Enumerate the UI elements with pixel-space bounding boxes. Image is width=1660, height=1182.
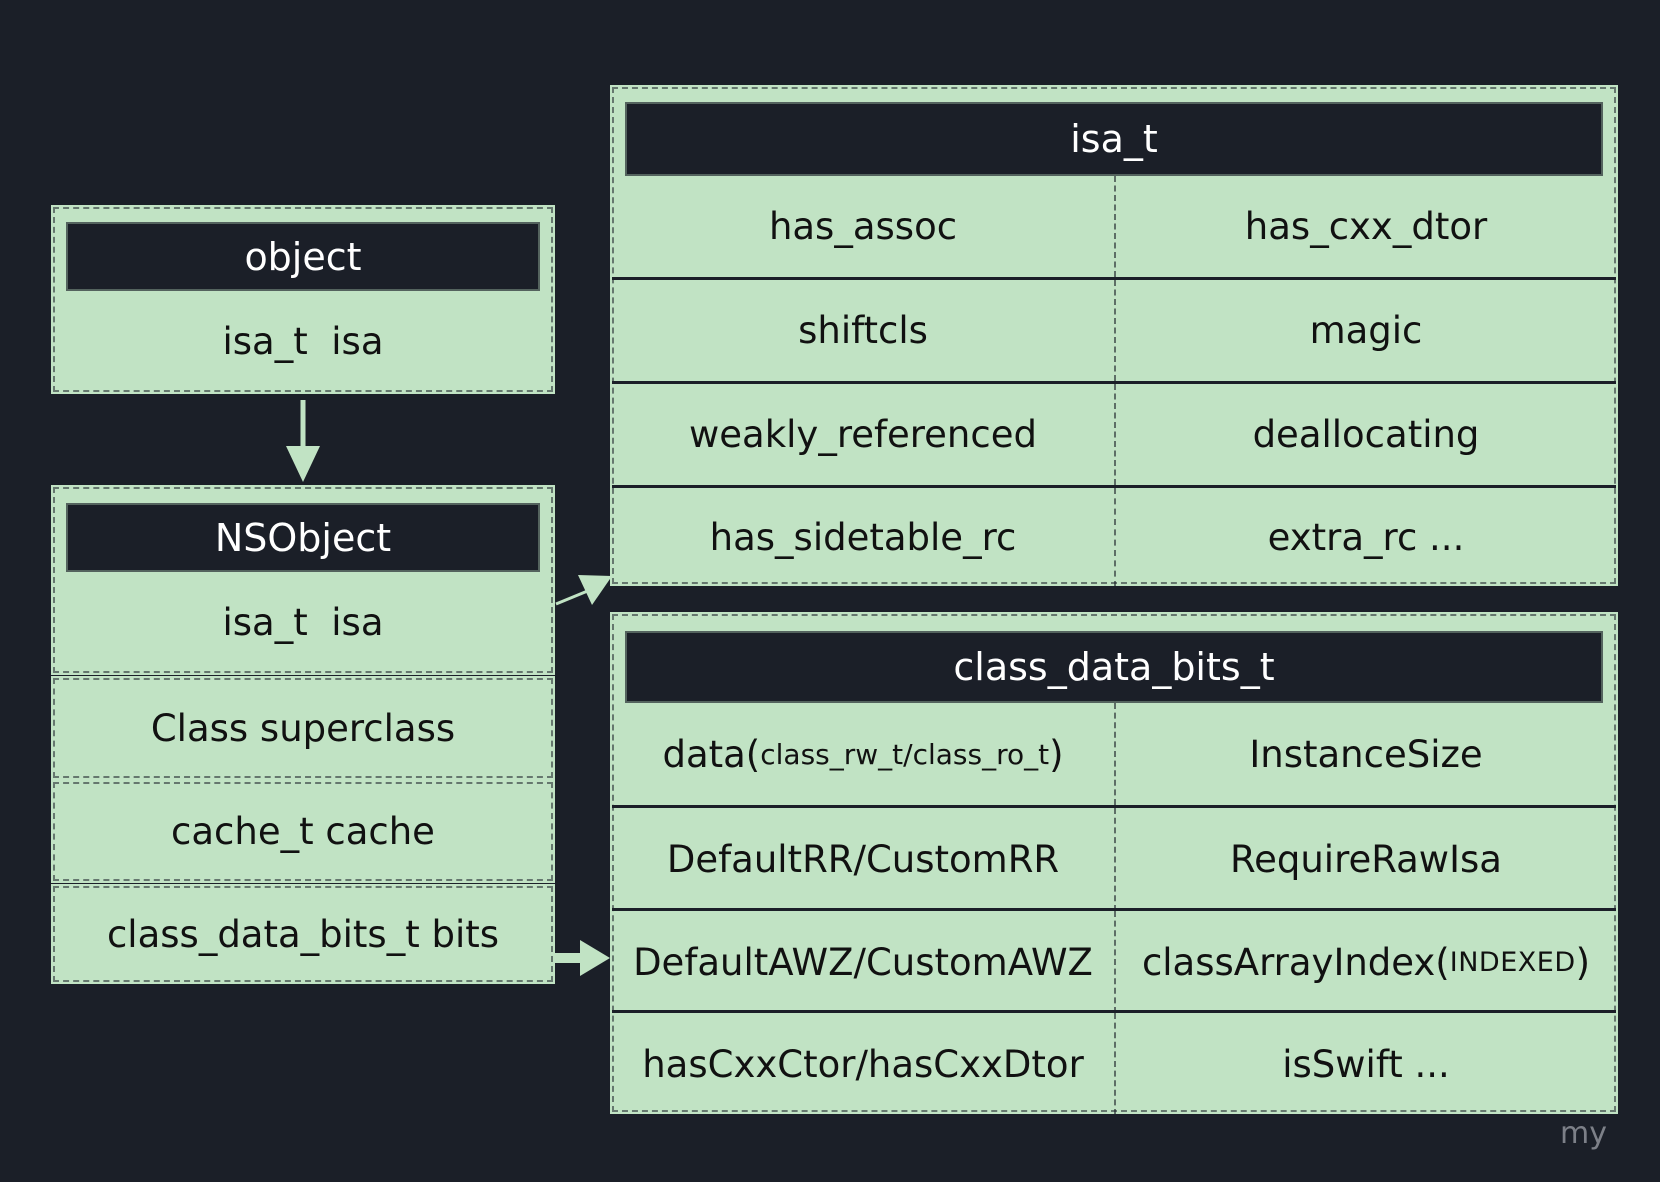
cell-label-tail: ): [1049, 732, 1064, 776]
isa-t-cell: has_sidetable_rc: [612, 488, 1116, 587]
isa-t-row: shiftcls magic: [612, 277, 1616, 381]
nsobject-field-superclass: Class superclass: [53, 678, 553, 778]
cell-label-tail: ): [1575, 940, 1591, 984]
isa-t-row: has_assoc has_cxx_dtor: [612, 176, 1616, 277]
cdb-cell: data(class_rw_t/class_ro_t): [612, 703, 1116, 805]
class-data-bits-t-header: class_data_bits_t: [625, 631, 1603, 703]
isa-t-cell: extra_rc ...: [1116, 488, 1616, 587]
cell-label: DefaultAWZ/CustomAWZ: [633, 940, 1093, 984]
cdb-cell: classArrayIndex(INDEXED): [1116, 911, 1616, 1013]
nsobject-field-cache: cache_t cache: [53, 782, 553, 881]
cell-label: isSwift ...: [1282, 1042, 1450, 1086]
cell-label: extra_rc ...: [1267, 516, 1465, 559]
cell-label: has_cxx_dtor: [1244, 205, 1488, 248]
cdb-row: DefaultRR/CustomRR RequireRawIsa: [612, 805, 1616, 911]
cell-label-small: INDEXED: [1449, 946, 1576, 978]
cdb-cell: DefaultRR/CustomRR: [612, 808, 1116, 911]
isa-t-cell: magic: [1116, 280, 1616, 381]
cdb-cell: InstanceSize: [1116, 703, 1616, 805]
cell-label: DefaultRR/CustomRR: [666, 838, 1060, 881]
arrow-isa-to-isa-t: [555, 575, 612, 606]
cell-label: shiftcls: [798, 309, 928, 352]
class-data-bits-t-struct: class_data_bits_t data(class_rw_t/class_…: [612, 614, 1616, 1115]
isa-t-cell: shiftcls: [612, 280, 1116, 381]
cdb-cell: RequireRawIsa: [1116, 808, 1616, 911]
cell-label-small: class_rw_t/class_ro_t: [760, 737, 1050, 771]
nsobject-header: NSObject: [66, 503, 540, 572]
field-row: Class superclass: [53, 678, 553, 778]
isa-t-cell: has_assoc: [612, 176, 1116, 277]
cell-label: weakly_referenced: [689, 413, 1037, 456]
cdb-row: hasCxxCtor/hasCxxDtor isSwift ...: [612, 1010, 1616, 1115]
isa-t-struct: isa_t has_assoc has_cxx_dtor shiftcls ma…: [612, 87, 1616, 587]
cell-label: deallocating: [1252, 413, 1480, 456]
cell-label: classArrayIndex(: [1141, 940, 1450, 984]
field-label: Class superclass: [150, 706, 456, 750]
field-row: cache_t cache: [53, 782, 553, 881]
isa-t-header: isa_t: [625, 102, 1603, 176]
cdb-cell: hasCxxCtor/hasCxxDtor: [612, 1013, 1116, 1115]
arrow-object-to-nsobject: [286, 400, 320, 482]
isa-t-row: weakly_referenced deallocating: [612, 381, 1616, 485]
field-label: isa_t isa: [222, 601, 384, 644]
field-label: class_data_bits_t bits: [106, 912, 500, 956]
field-label: cache_t cache: [171, 810, 435, 853]
cdb-row: data(class_rw_t/class_ro_t) InstanceSize: [612, 703, 1616, 805]
isa-t-title: isa_t: [1070, 117, 1158, 161]
object-struct: object isa_t isa: [53, 207, 553, 392]
cdb-cell: DefaultAWZ/CustomAWZ: [612, 911, 1116, 1013]
cell-label: data(: [662, 732, 761, 776]
watermark: my: [1560, 1116, 1607, 1151]
object-field-isa: isa_t isa: [53, 291, 553, 392]
class-data-bits-t-title: class_data_bits_t: [953, 645, 1275, 689]
object-header: object: [66, 222, 540, 291]
cdb-row: DefaultAWZ/CustomAWZ classArrayIndex(IND…: [612, 908, 1616, 1013]
cell-label: magic: [1309, 309, 1423, 352]
cell-label: has_sidetable_rc: [709, 516, 1017, 559]
arrow-bits-to-class-data-bits-t: [553, 940, 610, 976]
cell-label: hasCxxCtor/hasCxxDtor: [642, 1042, 1084, 1086]
cell-label: RequireRawIsa: [1230, 838, 1502, 881]
isa-t-row: has_sidetable_rc extra_rc ...: [612, 485, 1616, 587]
cell-label: has_assoc: [768, 205, 958, 248]
field-label: isa_t isa: [222, 320, 384, 363]
field-row: class_data_bits_t bits: [53, 886, 553, 982]
isa-t-cell: deallocating: [1116, 384, 1616, 485]
cell-label: InstanceSize: [1249, 732, 1483, 776]
nsobject-field-isa: isa_t isa: [53, 572, 553, 673]
isa-t-cell: has_cxx_dtor: [1116, 176, 1616, 277]
cdb-cell: isSwift ...: [1116, 1013, 1616, 1115]
nsobject-title: NSObject: [214, 515, 392, 560]
isa-t-cell: weakly_referenced: [612, 384, 1116, 485]
object-title: object: [244, 234, 362, 279]
nsobject-field-bits: class_data_bits_t bits: [53, 886, 553, 982]
nsobject-struct: NSObject isa_t isa: [53, 487, 553, 673]
